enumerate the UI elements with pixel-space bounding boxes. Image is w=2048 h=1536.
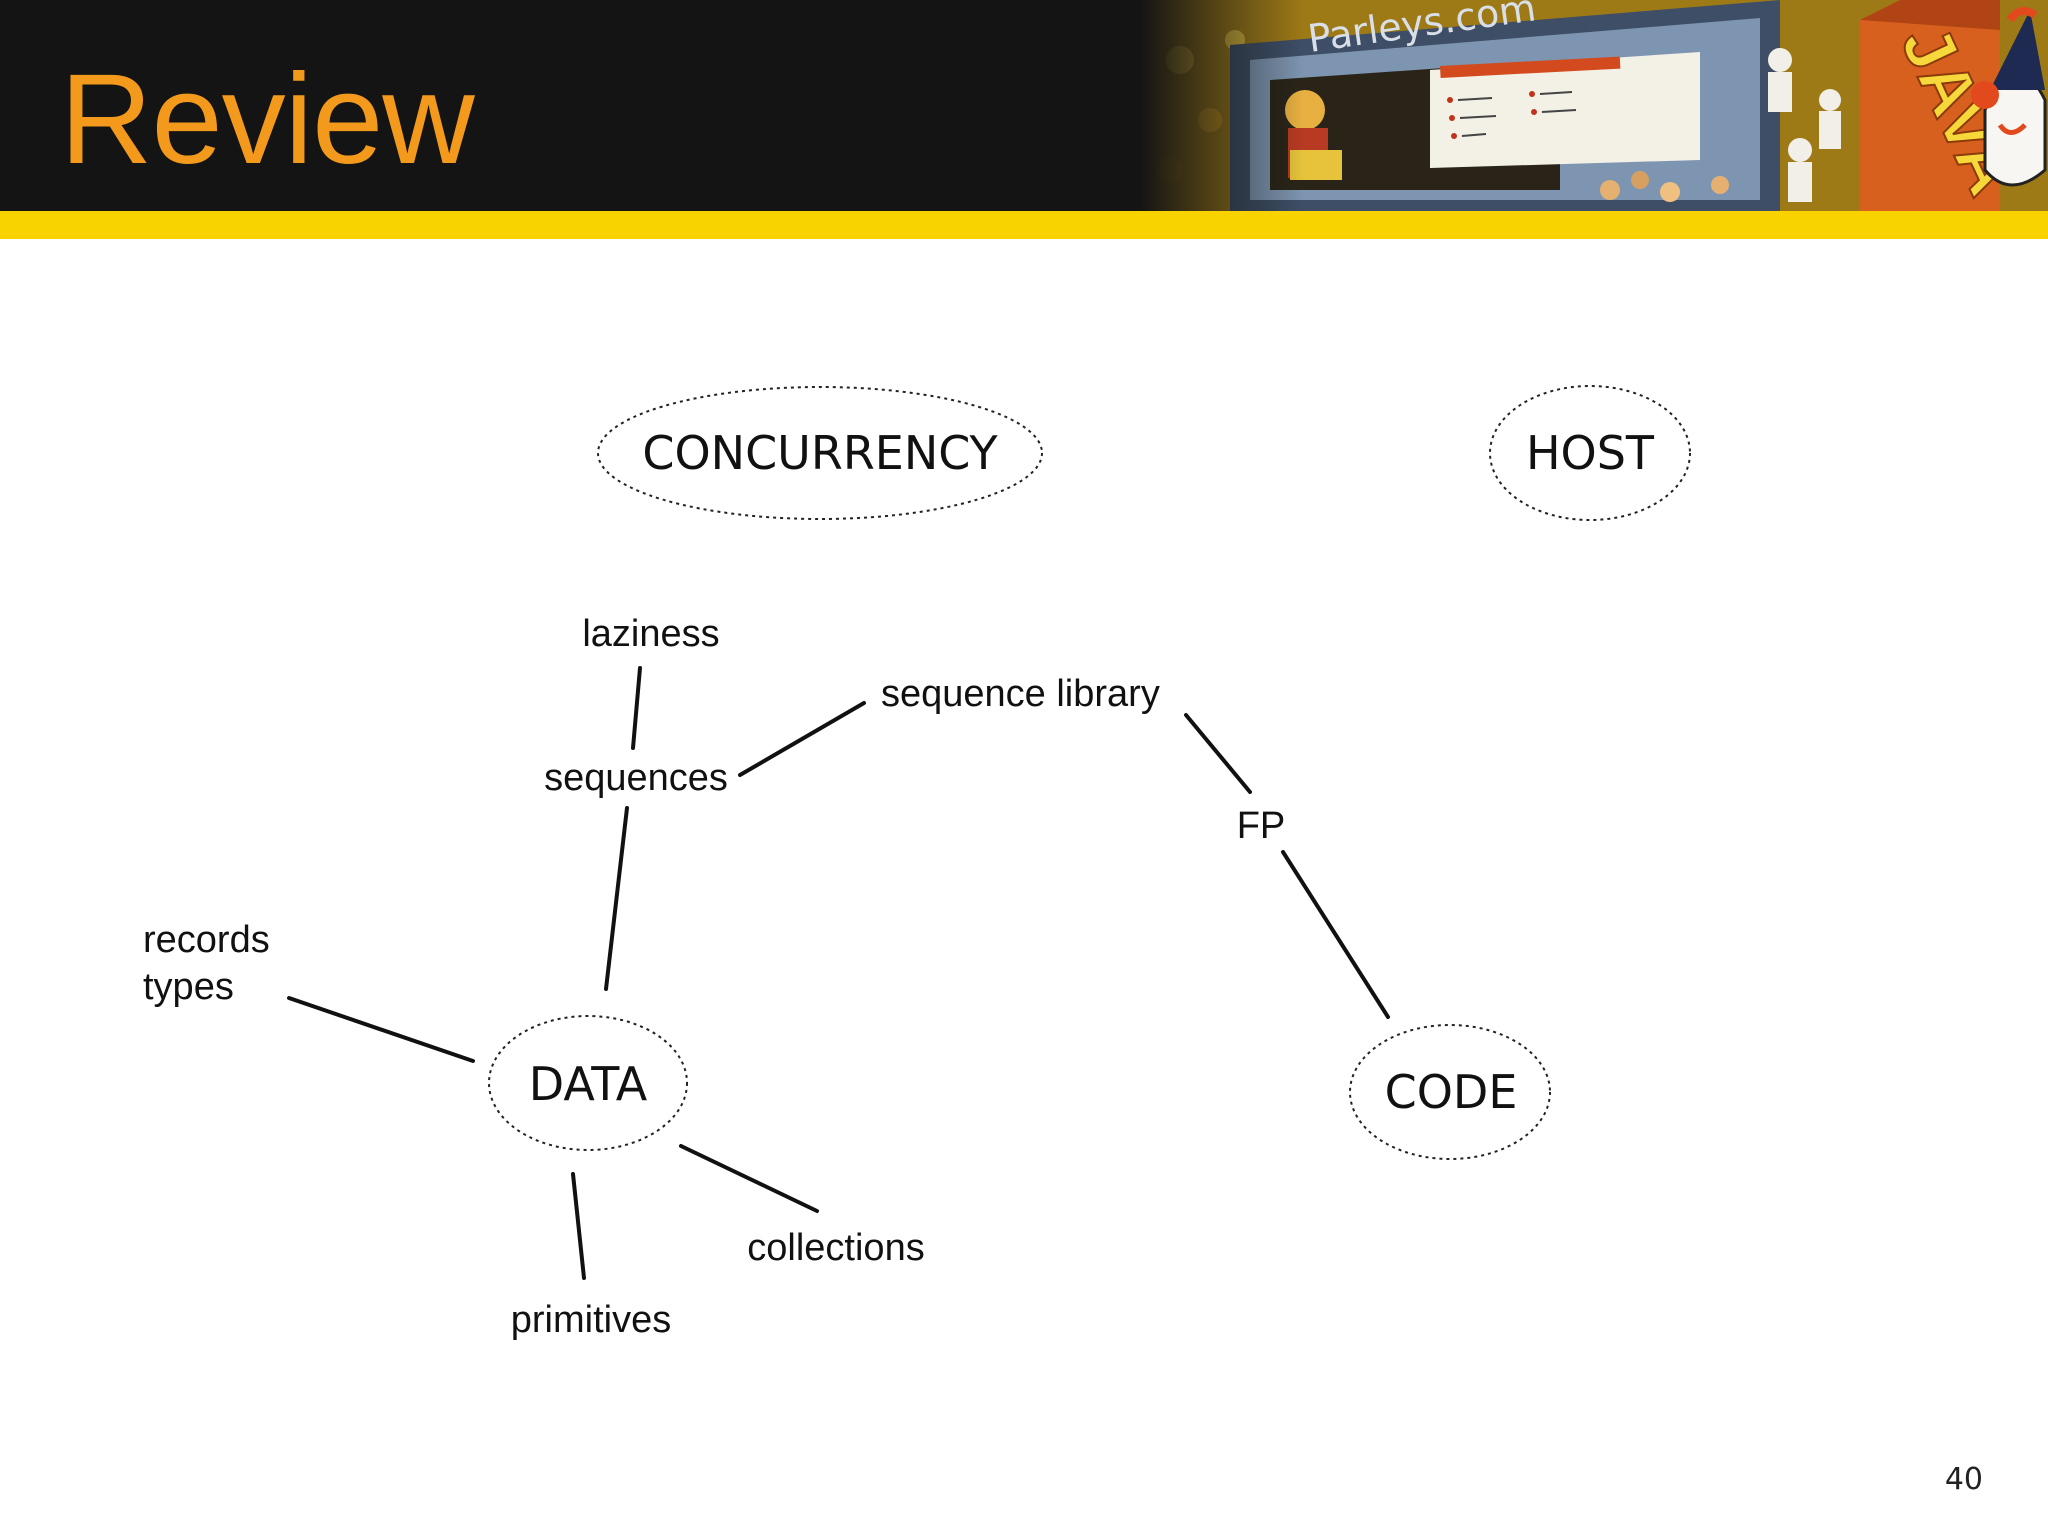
sequence-library-label: sequence library [881,673,1160,715]
concurrency-node-ellipse [597,386,1043,520]
edge-library-fp [1184,713,1252,794]
edge-sequences-library [738,701,866,777]
code-label: CODE [1385,1065,1518,1119]
slide-header: Parleys.com JAVA Review [0,0,2048,211]
records-label: records [143,919,270,961]
fp-label: FP [1237,805,1286,847]
host-label: HOST [1526,426,1655,480]
data-label: DATA [529,1057,648,1111]
edge-fp-code [1281,850,1390,1019]
edge-laziness-sequences [631,666,642,750]
edge-data-collections [679,1144,819,1213]
edge-sequences-data [604,806,629,991]
host-node-ellipse [1489,385,1691,521]
edge-records-data [287,996,475,1063]
concurrency-label: CONCURRENCY [642,426,998,480]
laziness-label: laziness [582,613,719,655]
types-label: types [143,966,234,1008]
page-number: 40 [1944,1462,1983,1497]
edge-data-primitives [571,1172,586,1280]
collections-label: collections [747,1227,924,1269]
accent-bar [0,211,2048,239]
conference-illustration: Parleys.com JAVA [1140,0,2048,211]
code-node-ellipse [1349,1024,1551,1160]
slide-title: Review [60,48,475,191]
sequences-label: sequences [544,757,728,799]
data-node-ellipse [488,1015,688,1151]
primitives-label: primitives [511,1299,671,1341]
